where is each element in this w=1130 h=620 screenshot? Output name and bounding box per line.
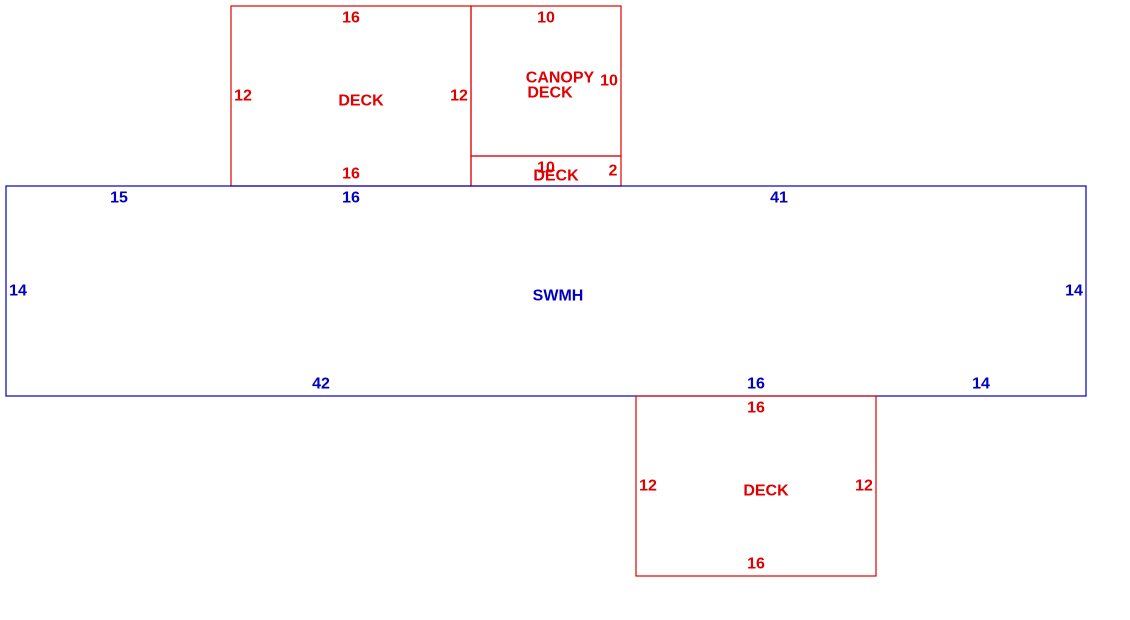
deck-left-label: DECK bbox=[338, 93, 384, 110]
home-dim-right: 14 bbox=[1065, 283, 1083, 300]
canopy-deck-label-line2: DECK bbox=[527, 85, 573, 102]
deck-bottom-dim-top: 16 bbox=[747, 400, 765, 417]
deck-left-dim-right: 12 bbox=[450, 88, 468, 105]
home-outline bbox=[5, 185, 1087, 397]
deck-bottom-dim-left: 12 bbox=[639, 478, 657, 495]
deck-left-dim-left: 12 bbox=[234, 88, 252, 105]
home-dim-bottom-left: 42 bbox=[312, 376, 330, 393]
deck-left-dim-top: 16 bbox=[342, 10, 360, 27]
home-dim-top-left: 15 bbox=[110, 190, 128, 207]
deck-bottom-outline bbox=[635, 395, 877, 577]
deck-bottom-dim-right: 12 bbox=[855, 478, 873, 495]
deck-bottom-label: DECK bbox=[743, 483, 789, 500]
small-deck-label: DECK bbox=[533, 168, 579, 185]
home-dim-bottom-middle: 16 bbox=[747, 376, 765, 393]
home-dim-bottom-right: 14 bbox=[972, 376, 990, 393]
canopy-deck-label-line1: CANOPY bbox=[526, 70, 595, 87]
home-label: SWMH bbox=[533, 288, 584, 305]
deck-left-dim-bottom: 16 bbox=[342, 166, 360, 183]
small-deck-dim-top: 10 bbox=[537, 160, 555, 177]
home-dim-top-middle: 16 bbox=[342, 190, 360, 207]
home-dim-left: 14 bbox=[9, 283, 27, 300]
small-deck-dim-right: 2 bbox=[609, 163, 618, 180]
deck-bottom-dim-bottom: 16 bbox=[747, 556, 765, 573]
canopy-deck-dim-right: 10 bbox=[600, 73, 618, 90]
canopy-deck-dim-top: 10 bbox=[537, 10, 555, 27]
home-dim-top-right: 41 bbox=[770, 190, 788, 207]
